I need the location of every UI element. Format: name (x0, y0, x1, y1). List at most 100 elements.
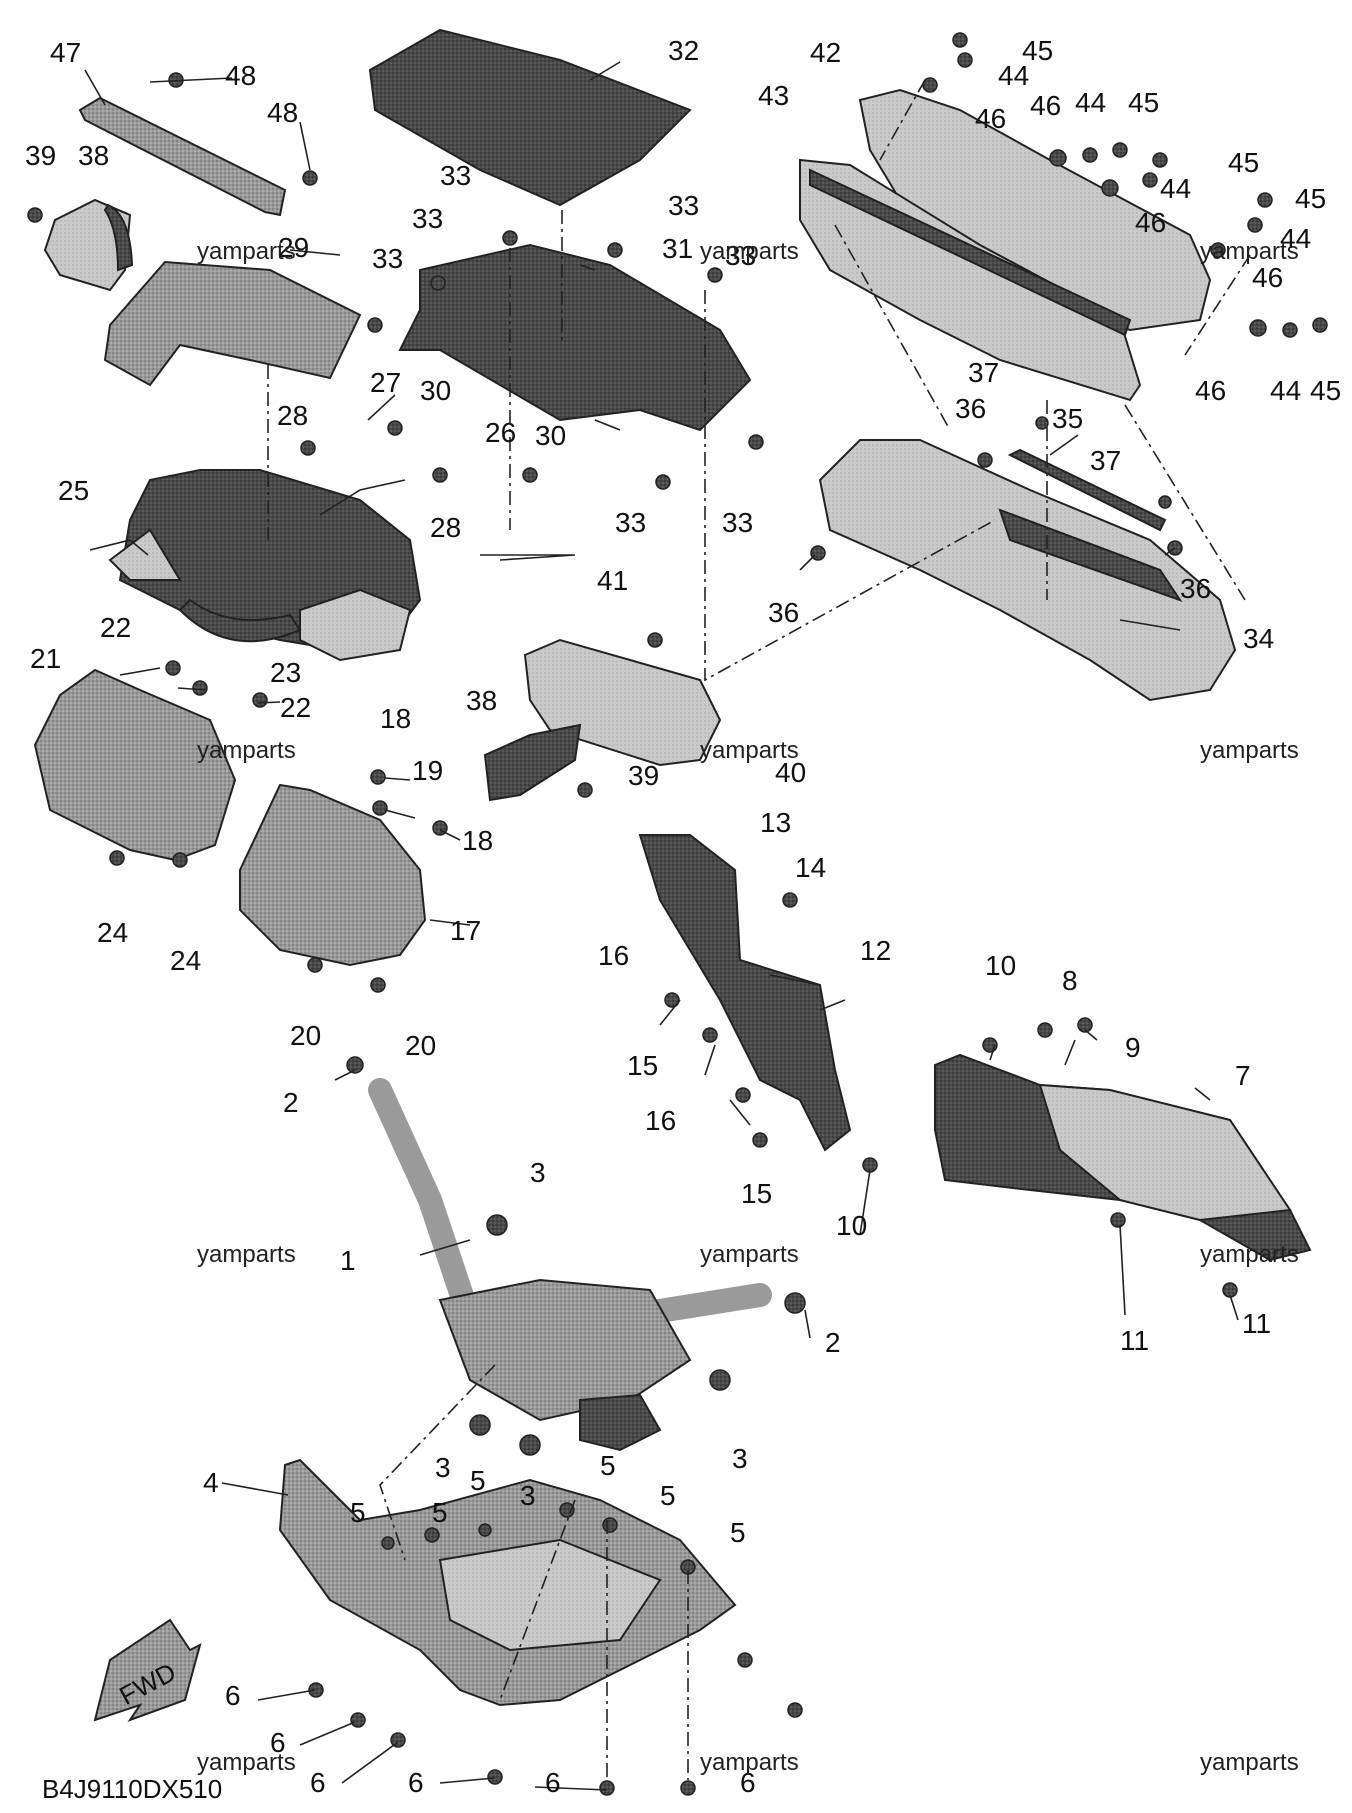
callout-33b: 33 (412, 203, 443, 234)
callout-33g: 33 (722, 507, 753, 538)
callout-5c: 5 (470, 1465, 486, 1496)
callout-5a: 5 (350, 1497, 366, 1528)
callout-40: 40 (775, 757, 806, 788)
callout-46d: 46 (1252, 262, 1283, 293)
callout-36a: 36 (955, 393, 986, 424)
callout-7: 7 (1235, 1060, 1251, 1091)
part-21-tray (33, 668, 237, 862)
callout-4: 4 (203, 1467, 219, 1498)
callout-41: 41 (597, 565, 628, 596)
callout-15b: 15 (741, 1178, 772, 1209)
watermark-8: yamparts (700, 1241, 799, 1268)
callout-27: 27 (370, 367, 401, 398)
part-47-strip (78, 96, 287, 217)
callout-42: 42 (810, 37, 841, 68)
callout-6f: 6 (740, 1767, 756, 1798)
callout-5f: 5 (730, 1517, 746, 1548)
part-32-mat (368, 28, 692, 207)
callout-46a: 46 (975, 103, 1006, 134)
callout-46b: 46 (1030, 90, 1061, 121)
callout-28b: 28 (430, 512, 461, 543)
callout-5d: 5 (600, 1450, 616, 1481)
callout-22a: 22 (100, 612, 131, 643)
callout-16a: 16 (598, 940, 629, 971)
callout-46e: 46 (1195, 375, 1226, 406)
callout-10b: 10 (836, 1210, 867, 1241)
callout-35: 35 (1052, 403, 1083, 434)
callout-45e: 45 (1310, 375, 1341, 406)
callout-5b: 5 (432, 1497, 448, 1528)
callout-44c: 44 (1160, 173, 1191, 204)
callout-6d: 6 (408, 1767, 424, 1798)
part-12-panel (638, 834, 852, 1152)
part-34-cover (818, 439, 1237, 702)
callout-3d: 3 (732, 1443, 748, 1474)
diagram-code: B4J9110DX510 (42, 1774, 222, 1804)
callout-44e: 44 (1270, 375, 1301, 406)
callout-2a: 2 (283, 1087, 299, 1118)
callout-18b: 18 (462, 825, 493, 856)
callout-31: 31 (662, 233, 693, 264)
callout-6a: 6 (225, 1680, 241, 1711)
part-35-strip (1007, 448, 1167, 532)
callout-36b: 36 (768, 597, 799, 628)
callout-45d: 45 (1295, 183, 1326, 214)
callout-44b: 44 (1075, 87, 1106, 118)
callout-33c: 33 (372, 243, 403, 274)
callout-6c: 6 (310, 1767, 326, 1798)
callout-23: 23 (270, 657, 301, 688)
fwd-arrow: FWD (93, 1618, 202, 1722)
callout-28a: 28 (277, 400, 308, 431)
watermark-10: yamparts (197, 1749, 296, 1776)
part-31-cover (398, 243, 752, 432)
callout-46c: 46 (1135, 207, 1166, 238)
callout-24a: 24 (97, 917, 128, 948)
callouts: 1 2 2 3 3 3 3 4 5 5 5 5 5 5 6 6 6 6 6 6 … (25, 35, 1341, 1798)
callout-2b: 2 (825, 1327, 841, 1358)
callout-37a: 37 (968, 357, 999, 388)
watermark-4: yamparts (197, 737, 296, 764)
leader-lines (84, 61, 1251, 1791)
callout-48b: 48 (267, 97, 298, 128)
watermark-11: yamparts (700, 1749, 799, 1776)
watermark-12: yamparts (1200, 1749, 1299, 1776)
part-shapes: FWD (27, 28, 1328, 1796)
callout-18a: 18 (380, 703, 411, 734)
callout-9: 9 (1125, 1032, 1141, 1063)
bolts (27, 32, 1328, 1796)
callout-33e: 33 (725, 240, 756, 271)
part-29-panel (103, 260, 362, 387)
callout-30a: 30 (420, 375, 451, 406)
callout-48a: 48 (225, 60, 256, 91)
callout-10a: 10 (985, 950, 1016, 981)
watermark-2: yamparts (700, 238, 799, 265)
callout-15a: 15 (627, 1050, 658, 1081)
callout-17: 17 (450, 915, 481, 946)
callout-39b: 39 (628, 760, 659, 791)
watermark-6: yamparts (1200, 737, 1299, 764)
callout-14: 14 (795, 852, 826, 883)
callout-25: 25 (58, 475, 89, 506)
part-17-tray (239, 783, 427, 967)
callout-45b: 45 (1128, 87, 1159, 118)
callout-24b: 24 (170, 945, 201, 976)
callout-43: 43 (758, 80, 789, 111)
callout-11b: 11 (1242, 1308, 1271, 1339)
callout-12: 12 (860, 935, 891, 966)
watermark-5: yamparts (700, 737, 799, 764)
callout-44d: 44 (1280, 223, 1311, 254)
callout-36c: 36 (1180, 573, 1211, 604)
callout-47: 47 (50, 37, 81, 68)
callout-33d: 33 (668, 190, 699, 221)
callout-39a: 39 (25, 140, 56, 171)
callout-8: 8 (1062, 965, 1078, 996)
part-38-bracket-upper (43, 198, 132, 292)
callout-33f: 33 (615, 507, 646, 538)
callout-22b: 22 (280, 692, 311, 723)
callout-19: 19 (412, 755, 443, 786)
callout-16b: 16 (645, 1105, 676, 1136)
callout-3b: 3 (435, 1452, 451, 1483)
callout-5e: 5 (660, 1480, 676, 1511)
callout-13: 13 (760, 807, 791, 838)
